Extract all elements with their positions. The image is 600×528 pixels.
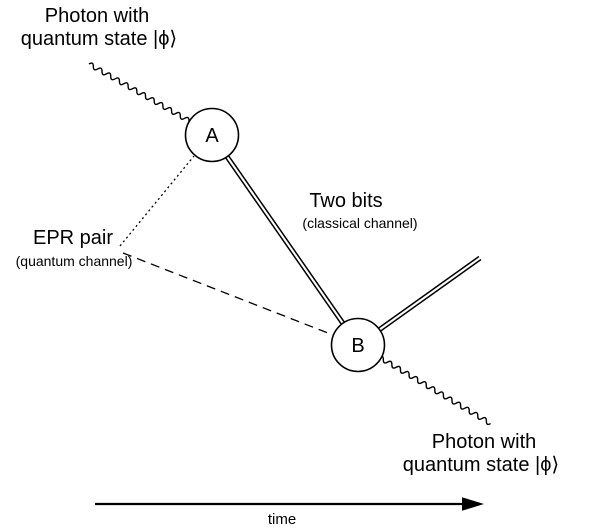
- node-a-circle: [184, 107, 240, 163]
- time-axis-arrowhead: [462, 497, 484, 511]
- incoming-photon-wavy-line: [88, 62, 194, 125]
- classical-channel-a-b-line-upper: [225, 157, 342, 325]
- top-photon-label-line2: quantum state |ϕ⟩: [21, 28, 178, 50]
- bottom-photon-label-line1: Photon with: [432, 431, 537, 453]
- bottom-photon-label-line2: quantum state |ϕ⟩: [403, 454, 560, 476]
- node-b-label: B: [351, 335, 364, 357]
- top-photon-label-line1: Photon with: [45, 5, 150, 27]
- classical-channel-a-b-line-lower: [228, 155, 345, 323]
- time-axis-label: time: [268, 511, 296, 528]
- classical-channel-b-outgoing: [378, 255, 482, 332]
- classical-channel-b-out-line-upper: [378, 255, 480, 329]
- node-a-label: A: [205, 125, 219, 147]
- classical-channel-b-out-line-lower: [380, 258, 482, 332]
- quantum-channel-caption: (quantum channel): [16, 253, 133, 269]
- two-bits-label: Two bits: [309, 190, 382, 212]
- outgoing-photon-wavy-line: [378, 355, 492, 426]
- epr-pair-label: EPR pair: [33, 227, 113, 249]
- epr-dotted-line-to-a: [119, 155, 195, 247]
- node-b-circle: [330, 317, 386, 373]
- classical-channel-a-to-b: [225, 155, 345, 325]
- epr-dashed-line-to-b: [122, 252, 334, 336]
- classical-channel-caption: (classical channel): [302, 215, 417, 231]
